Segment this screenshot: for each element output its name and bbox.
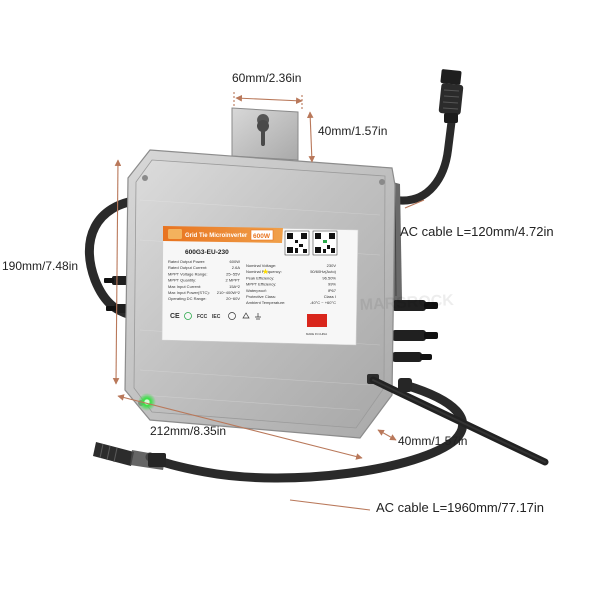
dimension-antenna-offset: 40mm/1.57in [398, 434, 468, 448]
ac-cable-short-length: AC cable L=120mm/4.72in [400, 224, 554, 239]
model-number: 600G3-EU-230 [185, 249, 229, 256]
ground-icon [255, 313, 261, 320]
recycling-icon [242, 312, 250, 319]
wifi-antenna [367, 374, 549, 466]
spec-right-value: 230V [327, 263, 337, 268]
spec-right-label: Nominal Voltage: [246, 263, 276, 268]
spec-list-left: Rated Output Power: 600W Rated Output Curr… [168, 259, 241, 301]
dc-connectors-right [392, 300, 438, 362]
mounting-bracket [231, 107, 299, 161]
spec-right-value: IP67 [328, 288, 337, 293]
spec-left-value: 2 MPPT [226, 278, 241, 283]
cable-gland-bottom [398, 378, 412, 392]
spec-left-label: Max Input Power(STC): [168, 290, 210, 295]
dimension-body-width: 212mm/8.35in [150, 424, 227, 438]
qr-code-left [284, 230, 310, 256]
certification-mark-icon [228, 312, 236, 320]
spec-left-value: 25~55V [226, 271, 240, 276]
made-in-text: MADE IN CHINA [306, 332, 327, 336]
watermark: MARSROCK [359, 292, 454, 314]
spec-left-label: MPPT Quantity: [168, 278, 196, 283]
qr-code-right [312, 230, 338, 256]
spec-right-value: Class I [324, 294, 336, 299]
spec-right-label: MPPT Efficiency: [246, 282, 276, 287]
spec-left-value: 600W [230, 259, 241, 264]
dimension-bracket-width: 60mm/2.36in [232, 71, 302, 85]
spec-left-label: Max Input Current: [168, 284, 201, 289]
ac-cable-long-length: AC cable L=1960mm/77.17in [376, 500, 545, 515]
spec-right-label: Waterproof: [246, 288, 267, 293]
brand-logo [168, 229, 182, 239]
rohs-icon [184, 312, 192, 320]
dimension-body-height: 190mm/7.48in [2, 259, 79, 273]
spec-left-value: 210~400W*2 [217, 290, 241, 295]
spec-right-value: 99% [328, 282, 336, 287]
power-badge: 600W [253, 233, 271, 240]
spec-left-label: Rated Output Current: [168, 265, 207, 270]
product-label: Grid Tie Microinverter 600W 600G3-EU-230 [161, 225, 359, 346]
spec-left-label: MPPT Voltage Range: [168, 271, 208, 276]
iec-icon: IEC [212, 314, 221, 320]
spec-right-label: Ambient Temperature: [246, 300, 285, 305]
spec-right-value: 50/60Hz(Auto) [310, 269, 336, 274]
fcc-icon: FCC [197, 314, 208, 320]
spec-right-value: -40°C ~ +60°C [310, 300, 336, 305]
spec-left-value: 15A*2 [229, 284, 241, 289]
ac-cable-bottom [145, 380, 468, 483]
spec-right-label: Protective Class: [246, 294, 276, 299]
label-title: Grid Tie Microinverter [185, 233, 248, 239]
ce-mark-icon: CE [170, 313, 180, 320]
dimension-lines [112, 92, 425, 511]
spec-left-label: Operating DC Range: [168, 296, 206, 301]
spec-left-label: Rated Output Power: [168, 259, 205, 264]
ac-cable-top [391, 114, 456, 205]
certification-icons: CE FCC IEC [170, 312, 261, 320]
spec-right-value: 96.50% [322, 275, 336, 280]
spec-right-label: Peak Efficiency: [246, 275, 274, 280]
spec-left-value: 2.6A [232, 265, 241, 270]
dimension-bracket-height: 40mm/1.57in [318, 124, 388, 138]
spec-left-value: 20~60V [226, 296, 240, 301]
china-flag-icon [262, 268, 327, 327]
ac-connector-top [438, 69, 464, 123]
ac-connector-bottom [93, 442, 166, 470]
